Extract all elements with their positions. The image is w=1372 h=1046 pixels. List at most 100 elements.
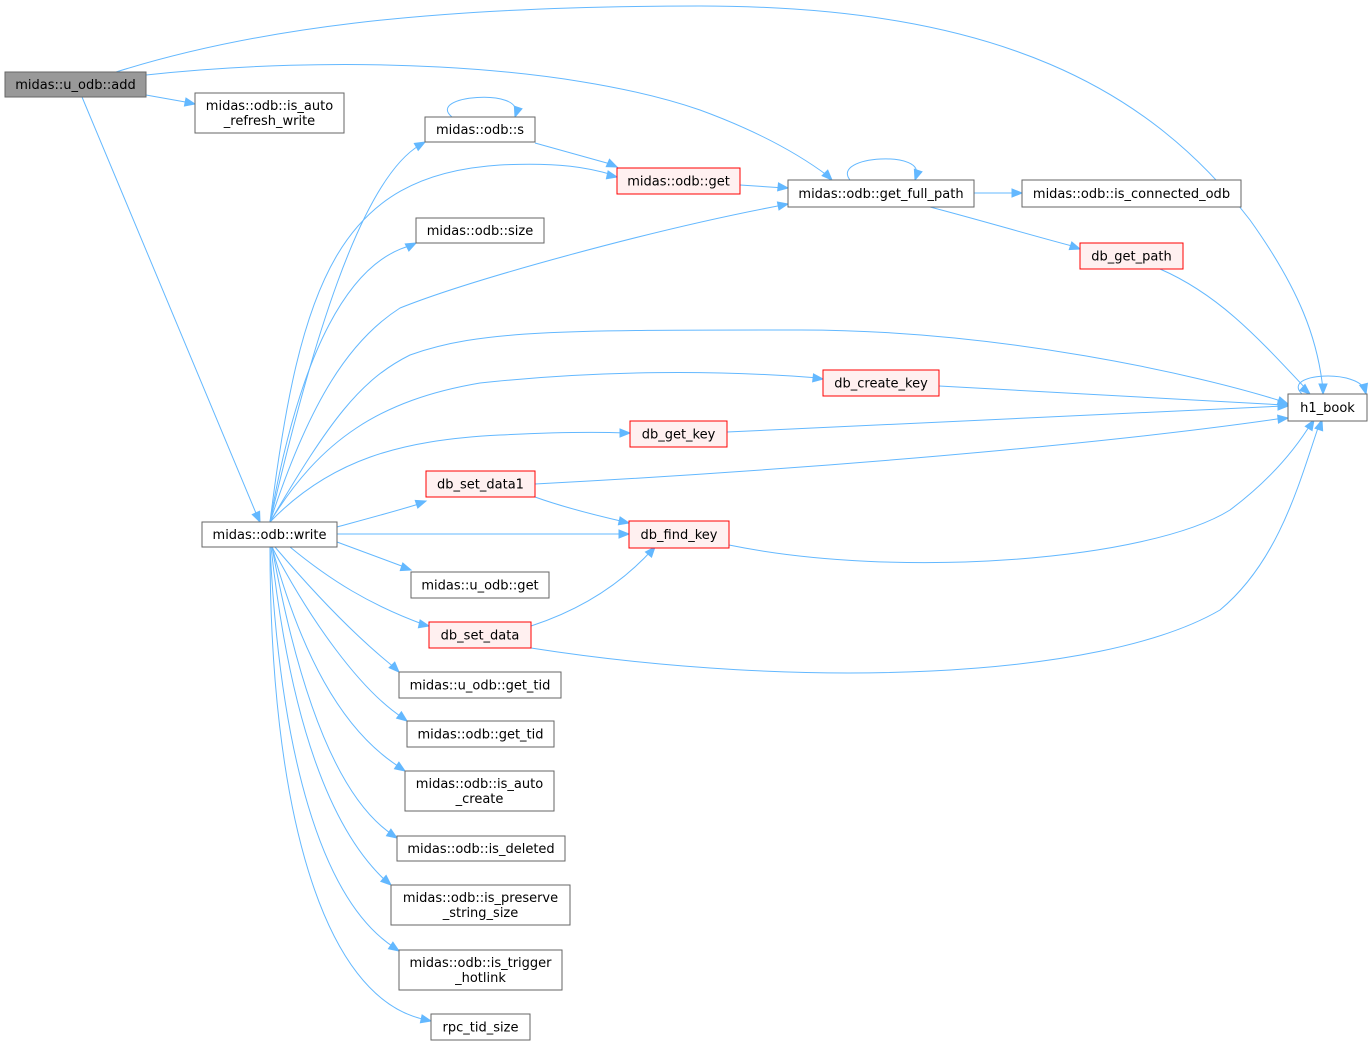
edge-arrowhead — [812, 373, 825, 383]
edge-line — [530, 421, 1321, 674]
node-box[interactable] — [406, 720, 555, 748]
node-box[interactable] — [410, 571, 550, 599]
call-edges — [81, 5, 1369, 1024]
edge-odb_write-to-db_set_data1 — [336, 499, 428, 528]
edge-arrowhead — [413, 141, 427, 152]
call-nodes: midas::u_odb::addmidas::odb::is_auto_ref… — [4, 71, 1368, 1041]
node-u-odb-add[interactable]: midas::u_odb::add — [4, 71, 147, 98]
node-rpc-tid-size[interactable]: rpc_tid_size — [430, 1013, 531, 1041]
edge-arrowhead — [1318, 383, 1328, 396]
node-is-auto-refresh-write[interactable]: midas::odb::is_auto_refresh_write — [194, 92, 345, 134]
node-u-odb-get[interactable]: midas::u_odb::get — [410, 571, 550, 599]
edge-arrowhead — [605, 170, 619, 180]
node-odb-write[interactable]: midas::odb::write — [201, 521, 338, 548]
edge-arrowhead — [395, 710, 409, 722]
node-box[interactable] — [1079, 242, 1184, 270]
node-box[interactable] — [425, 470, 536, 498]
node-h1-book[interactable]: h1_book — [1287, 393, 1368, 422]
edge-line — [929, 206, 1077, 248]
node-box[interactable] — [428, 621, 532, 649]
node-box[interactable] — [390, 884, 571, 926]
node-db-find-key[interactable]: db_find_key — [628, 520, 730, 549]
node-label: h1_book — [1300, 401, 1355, 416]
edge-arrowhead — [414, 499, 428, 509]
node-odb-s[interactable]: midas::odb::s — [424, 116, 536, 143]
node-is-connected-odb[interactable]: midas::odb::is_connected_odb — [1021, 179, 1242, 208]
node-box[interactable] — [628, 520, 730, 549]
node-is-deleted[interactable]: midas::odb::is_deleted — [396, 835, 566, 862]
edge-arrowhead — [777, 182, 790, 192]
edge-db_set_data-to-h1_book — [530, 418, 1324, 674]
edge-odb_write-to-u_odb_get_tid — [274, 546, 400, 673]
node-u-odb-get-tid[interactable]: midas::u_odb::get_tid — [398, 671, 562, 699]
node-box[interactable] — [787, 179, 975, 208]
edge-arrowhead — [821, 169, 833, 181]
node-odb-get-tid[interactable]: midas::odb::get_tid — [406, 720, 555, 748]
node-box[interactable] — [404, 770, 555, 812]
node-box[interactable] — [430, 1013, 531, 1041]
node-odb-get[interactable]: midas::odb::get — [616, 167, 741, 195]
node-odb-size[interactable]: midas::odb::size — [415, 217, 545, 244]
edge-get_full_path-to-is_connected_odb — [974, 188, 1024, 198]
edge-arrowhead — [1314, 418, 1324, 432]
node-box[interactable] — [616, 167, 741, 195]
edge-db_set_data1-to-h1_book — [534, 414, 1290, 485]
edge-line — [145, 94, 192, 104]
edge-line — [270, 546, 388, 883]
edge-arrowhead — [1358, 382, 1369, 396]
node-label: midas::odb::is_trigger — [409, 956, 552, 971]
edge-arrowhead — [513, 105, 523, 119]
node-label: db_set_data — [441, 629, 520, 644]
node-box[interactable] — [1021, 179, 1242, 208]
node-is-auto-create[interactable]: midas::odb::is_auto_create — [404, 770, 555, 812]
node-db-get-path[interactable]: db_get_path — [1079, 242, 1184, 270]
node-db-set-data1[interactable]: db_set_data1 — [425, 470, 536, 498]
node-box[interactable] — [629, 420, 728, 448]
node-box[interactable] — [822, 369, 940, 397]
edge-odb_write-to-db_find_key — [337, 529, 631, 539]
node-box[interactable] — [194, 92, 345, 134]
edge-arrowhead — [1304, 418, 1315, 432]
edge-arrowhead — [644, 545, 656, 559]
edge-line — [269, 546, 396, 949]
node-is-trigger-hotlink[interactable]: midas::odb::is_trigger_hotlink — [398, 949, 563, 991]
node-box[interactable] — [398, 949, 563, 991]
edge-odb_write-to-is_trigger_hotlink — [269, 546, 401, 952]
node-db-create-key[interactable]: db_create_key — [822, 369, 940, 397]
edge-odb_write-to-odb_get — [269, 163, 619, 523]
node-box[interactable] — [398, 671, 562, 699]
edge-line — [145, 64, 829, 177]
node-db-set-data[interactable]: db_set_data — [428, 621, 532, 649]
node-box[interactable] — [1287, 393, 1368, 422]
node-box[interactable] — [4, 71, 147, 98]
edge-arrowhead — [183, 97, 197, 107]
edge-line — [269, 431, 627, 523]
edge-odb_write-to-db_create_key — [269, 372, 825, 523]
node-db-get-key[interactable]: db_get_key — [629, 420, 728, 448]
edge-odb_write-to-is_auto_create — [271, 546, 407, 772]
edge-odb_write-to-get_full_path — [269, 201, 790, 523]
edge-arrowhead — [618, 529, 631, 539]
node-label: _refresh_write — [223, 114, 315, 129]
node-label: _hotlink — [454, 971, 506, 986]
edge-line — [534, 417, 1285, 485]
node-box[interactable] — [424, 116, 536, 143]
edge-db_set_data1-to-db_find_key — [534, 496, 631, 526]
node-is-preserve-string-size[interactable]: midas::odb::is_preserve_string_size — [390, 884, 571, 926]
node-get-full-path[interactable]: midas::odb::get_full_path — [787, 179, 975, 208]
edge-odb_write-to-odb_size — [269, 242, 418, 523]
node-label: midas::odb::write — [213, 528, 327, 543]
edge-line — [269, 163, 614, 523]
node-box[interactable] — [201, 521, 338, 548]
node-box[interactable] — [396, 835, 566, 862]
edge-odb_write-to-db_set_data — [289, 546, 431, 629]
node-box[interactable] — [415, 217, 545, 244]
edge-arrowhead — [1277, 401, 1290, 411]
node-label: midas::odb::size — [427, 224, 533, 239]
edge-line — [81, 96, 259, 519]
edge-odb_write-to-rpc_tid_size — [269, 546, 433, 1024]
edge-odb_write-to-db_get_key — [269, 428, 632, 523]
node-label: midas::odb::get_tid — [417, 728, 543, 743]
edge-arrowhead — [393, 761, 407, 772]
